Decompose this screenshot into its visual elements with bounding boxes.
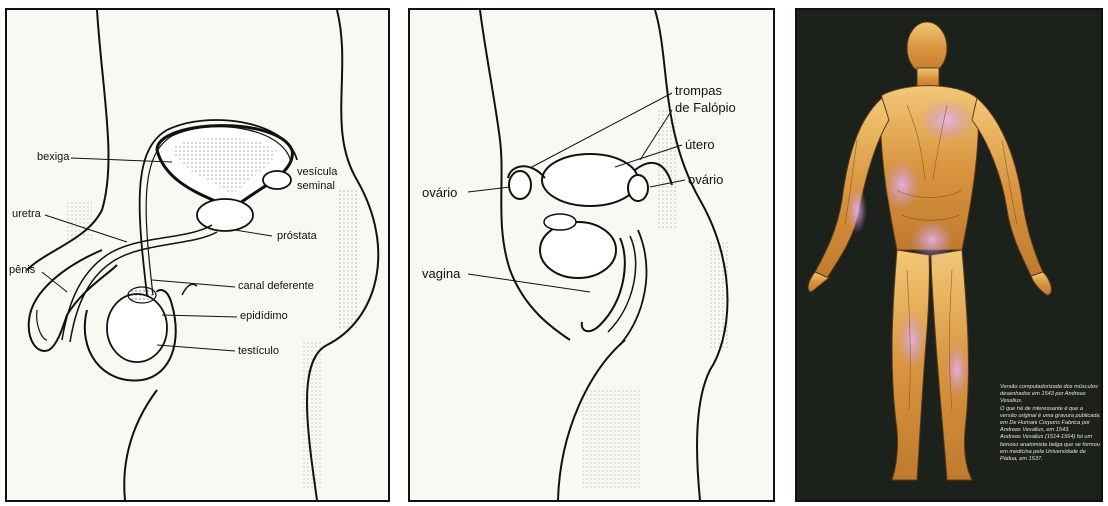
testicle [107,294,167,362]
label-bexiga: bexiga [37,151,69,163]
epididymis [128,287,156,303]
male-reproductive-diagram: bexiga vesícula seminal uretra próstata … [5,8,390,502]
ovary-right [628,175,648,201]
label-penis: pênis [9,264,35,276]
label-vesicula: vesícula [297,166,337,178]
label-prostata: próstata [277,230,317,242]
muscle-figure-illustration: Versão computadorizada dos músculos dese… [795,8,1103,502]
label-uretra: uretra [12,208,41,220]
male-anatomy-drawing [7,10,388,500]
caption-line-2: O que há de interessante é que a versão … [1000,406,1100,435]
label-seminal: seminal [297,180,335,192]
caption-line-1: Versão computadorizada dos músculos dese… [1000,384,1100,406]
label-utero: útero [685,137,715,152]
vesalius-caption: Versão computadorizada dos músculos dese… [1000,384,1100,463]
label-epididimo: epidídimo [240,310,288,322]
label-ovario-right: ovário [688,172,723,187]
seminal-vesicle [263,171,291,189]
label-de-falopio: de Falópio [675,100,736,115]
ovary-left [509,171,531,199]
prostate-gland [197,199,253,231]
leg-outline [124,390,157,500]
label-testiculo: testículo [238,345,279,357]
female-reproductive-diagram: trompas de Falópio útero ovário ovário v… [408,8,775,502]
label-vagina: vagina [422,266,460,281]
caption-line-3: Andreas Vesalius (1514-1564) foi um famo… [1000,434,1100,463]
label-canal-deferente: canal deferente [238,280,314,292]
uterus [542,154,638,206]
label-ovario-left: ovário [422,185,457,200]
bladder [540,222,616,278]
label-trompas: trompas [675,83,722,98]
